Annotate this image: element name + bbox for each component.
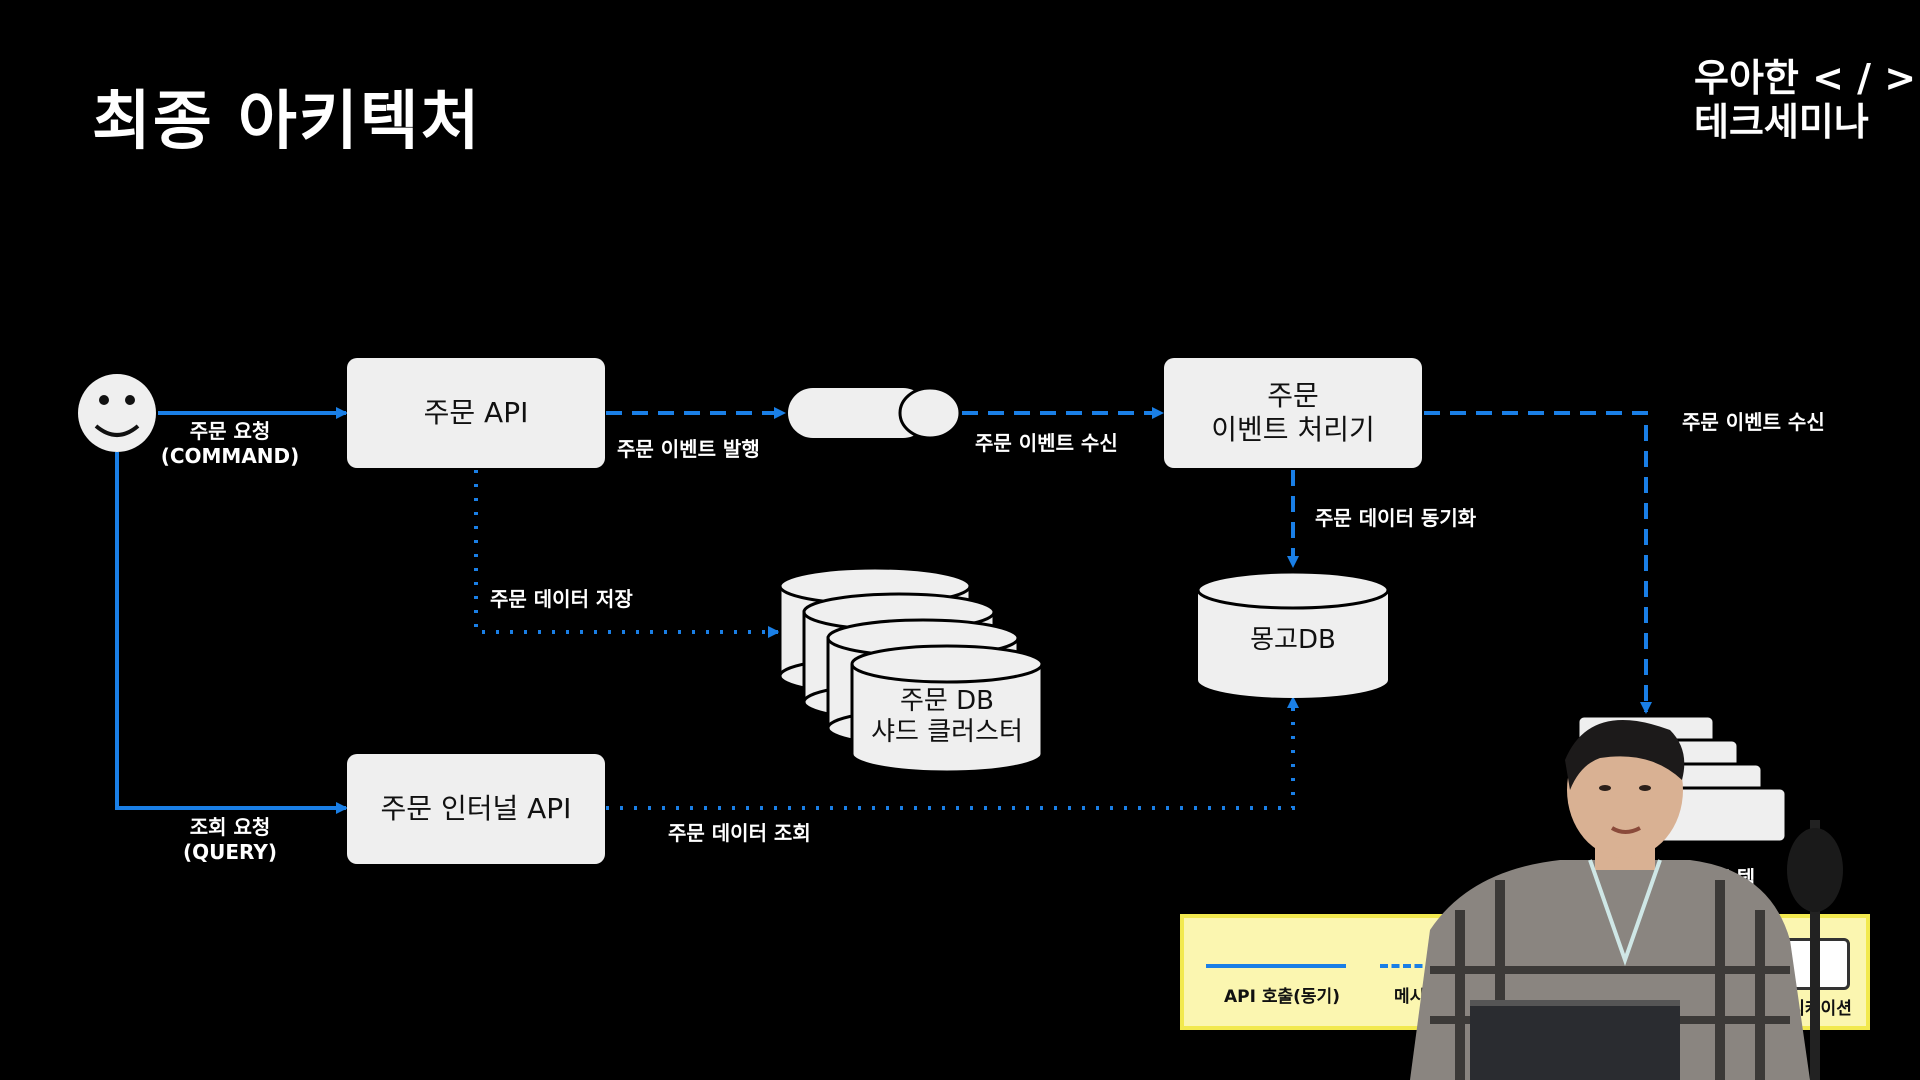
event-receive-label: 주문 이벤트 수신 (975, 431, 1118, 455)
event-receive-arrow-2 (1424, 411, 1652, 714)
event-publish-label: 주문 이벤트 발행 (617, 437, 760, 461)
brand-line-1: 우아한 < / > (1694, 56, 1917, 100)
presenter-video-overlay (1410, 720, 1843, 1080)
message-queue-icon (788, 386, 962, 440)
brand-line-2: 테크세미나 (1694, 100, 1869, 144)
brand-logo: 우아한 < / > 테크세미나 (1694, 56, 1916, 144)
data-query-arrow (606, 696, 1299, 810)
data-query-label: 주문 데이터 조회 (668, 821, 811, 845)
mongo-db-label: 몽고DB (1250, 625, 1336, 655)
query-request-label: 조회 요청(QUERY) (183, 815, 277, 864)
page-title: 최종 아키텍처 (92, 85, 482, 159)
data-sync-label: 주문 데이터 동기화 (1315, 506, 1477, 530)
command-request-label: 주문 요청(COMMAND) (160, 419, 300, 468)
legend-api-call: API 호출(동기) (1224, 987, 1340, 1007)
mongo-db-icon (1196, 570, 1390, 698)
user-icon (78, 374, 156, 452)
data-save-label: 주문 데이터 저장 (490, 587, 633, 611)
legend-message: 메시 (1394, 987, 1426, 1007)
query-arrow (115, 452, 348, 814)
event-receive-label-2: 주문 이벤트 수신 (1682, 410, 1825, 434)
legend-sync-line (1206, 964, 1346, 968)
order-api-node: 주문 API (347, 358, 605, 468)
order-db-shard-cluster-icon (778, 566, 1044, 774)
order-internal-api-node: 주문 인터널 API (347, 754, 605, 864)
